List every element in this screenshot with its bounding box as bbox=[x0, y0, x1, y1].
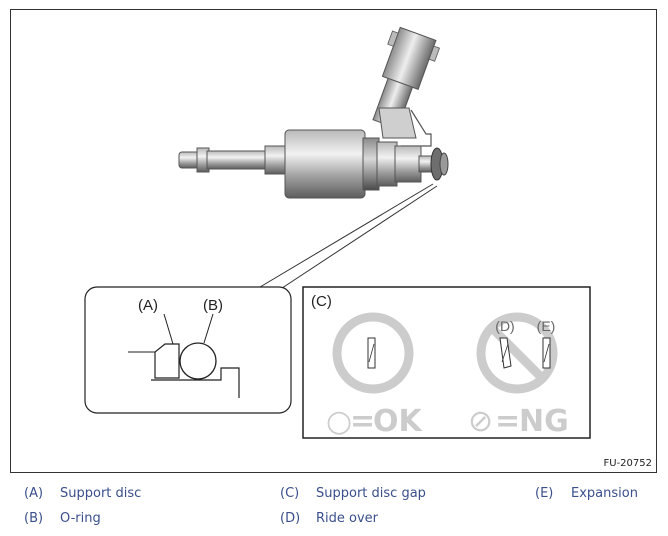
ng-prohibit-icon bbox=[476, 312, 558, 394]
legend-item-c: (C) Support disc gap bbox=[280, 486, 426, 501]
legend-item-a: (A) Support disc bbox=[24, 486, 141, 501]
detail-box: (A) (B) bbox=[84, 286, 292, 414]
ng-mark-icon: ⊘ bbox=[468, 404, 493, 439]
callout-d-label: (D) bbox=[495, 318, 514, 334]
ok-equals: = bbox=[350, 404, 375, 439]
leader-line-lower bbox=[272, 185, 438, 295]
ok-mark-icon: ○ bbox=[326, 404, 352, 439]
ng-equals: = bbox=[495, 404, 520, 439]
support-disc-shape bbox=[154, 343, 180, 379]
callout-b-label: (B) bbox=[203, 297, 223, 314]
callout-a-label: (A) bbox=[138, 297, 158, 314]
leader-line-upper bbox=[254, 183, 434, 291]
legend-item-d: (D) Ride over bbox=[280, 511, 378, 526]
gap-check-panel: (C) (D) (E) ○ = OK ⊘ = NG bbox=[302, 286, 591, 439]
legend-letter: (C) bbox=[280, 486, 300, 501]
legend: (A) Support disc (B) O-ring (C) Support dis… bbox=[0, 480, 668, 536]
fuel-injector bbox=[178, 26, 449, 199]
legend-text: Support disc bbox=[60, 486, 142, 501]
legend-letter: (A) bbox=[24, 486, 44, 501]
ok-label: OK bbox=[373, 404, 424, 439]
legend-text: O-ring bbox=[60, 511, 101, 526]
legend-text: Ride over bbox=[316, 511, 379, 526]
injector-diagram: (A) (B) (C) (D) (E) bbox=[84, 26, 591, 439]
callout-c-label: (C) bbox=[311, 293, 332, 310]
legend-text: Support disc gap bbox=[316, 486, 426, 501]
legend-item-b: (B) O-ring bbox=[24, 511, 101, 526]
legend-letter: (E) bbox=[535, 486, 554, 501]
ng-label: NG bbox=[519, 404, 569, 439]
figure-id: FU-20752 bbox=[603, 458, 653, 469]
ride-over-shape bbox=[499, 337, 512, 369]
o-ring-shape bbox=[179, 342, 217, 380]
legend-letter: (D) bbox=[280, 511, 301, 526]
figure-frame: (A) (B) (C) (D) (E) bbox=[10, 9, 657, 473]
legend-text: Expansion bbox=[571, 486, 638, 501]
legend-letter: (B) bbox=[24, 511, 44, 526]
callout-e-label: (E) bbox=[537, 318, 556, 334]
ok-circle-icon bbox=[332, 312, 414, 394]
legend-item-e: (E) Expansion bbox=[535, 486, 638, 501]
